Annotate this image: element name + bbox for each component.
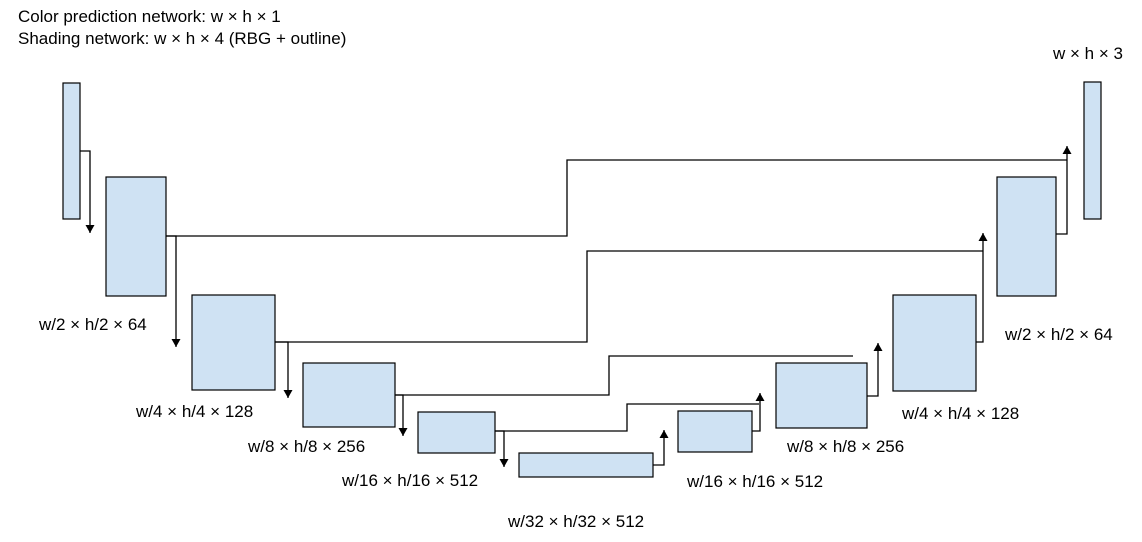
label-encoder-w2: w/2 × h/2 × 64 bbox=[38, 315, 147, 334]
skip-enc256-line bbox=[395, 355, 853, 396]
skip-enc64-line bbox=[166, 159, 1067, 237]
label-bottleneck-w32: w/32 × h/32 × 512 bbox=[507, 512, 644, 531]
down-input-to-enc64-arrowhead-down-icon bbox=[85, 225, 95, 233]
up-dec64-to-output-line bbox=[1056, 146, 1068, 235]
block-bottleneck-w32-512 bbox=[518, 452, 654, 478]
down-enc128-to-enc256-line bbox=[275, 341, 289, 398]
block-decoder-w8-256 bbox=[775, 362, 868, 429]
skip-enc128-line bbox=[275, 250, 983, 343]
up-dec512-to-dec256-line bbox=[752, 393, 761, 432]
up-bottom-to-dec512-line bbox=[653, 430, 665, 466]
block-input-full-res bbox=[62, 82, 81, 220]
down-enc64-to-enc128-arrowhead-down-icon bbox=[171, 339, 181, 347]
label-output-dims: w × h × 3 bbox=[1052, 44, 1123, 63]
block-encoder-w2-64 bbox=[105, 176, 167, 297]
header-line-2: Shading network: w × h × 4 (RBG + outlin… bbox=[18, 29, 347, 48]
label-decoder-w16: w/16 × h/16 × 512 bbox=[686, 472, 823, 491]
label-encoder-w4: w/4 × h/4 × 128 bbox=[135, 402, 253, 421]
up-dec128-to-dec64-line bbox=[976, 233, 984, 343]
label-encoder-w8: w/8 × h/8 × 256 bbox=[247, 437, 365, 456]
down-enc512-to-bottom-arrowhead-down-icon bbox=[499, 459, 509, 467]
up-dec128-to-dec64-arrowhead-up-icon bbox=[978, 233, 988, 241]
label-decoder-w4: w/4 × h/4 × 128 bbox=[901, 404, 1019, 423]
label-decoder-w2: w/2 × h/2 × 64 bbox=[1004, 325, 1113, 344]
up-dec256-to-dec128-line bbox=[867, 343, 879, 397]
block-decoder-w4-128 bbox=[892, 294, 977, 392]
block-decoder-w2-64 bbox=[996, 176, 1057, 297]
label-encoder-w16: w/16 × h/16 × 512 bbox=[341, 471, 478, 490]
block-encoder-w16-512 bbox=[417, 411, 496, 454]
block-decoder-w16-512 bbox=[677, 410, 753, 453]
down-enc128-to-enc256-arrowhead-down-icon bbox=[283, 390, 293, 398]
up-dec64-to-output-arrowhead-up-icon bbox=[1062, 146, 1072, 154]
down-enc64-to-enc128-line bbox=[166, 235, 177, 347]
block-encoder-w4-128 bbox=[191, 294, 276, 391]
up-dec512-to-dec256-arrowhead-up-icon bbox=[755, 393, 765, 401]
down-input-to-enc64-line bbox=[80, 150, 91, 233]
header-line-1: Color prediction network: w × h × 1 bbox=[18, 7, 281, 26]
block-output-full-res bbox=[1083, 81, 1102, 220]
label-decoder-w8: w/8 × h/8 × 256 bbox=[786, 437, 904, 456]
skip-enc512-line bbox=[495, 403, 759, 432]
down-enc256-to-enc512-arrowhead-down-icon bbox=[398, 428, 408, 436]
up-bottom-to-dec512-arrowhead-up-icon bbox=[659, 430, 669, 438]
up-dec256-to-dec128-arrowhead-up-icon bbox=[873, 343, 883, 351]
block-encoder-w8-256 bbox=[302, 362, 396, 428]
